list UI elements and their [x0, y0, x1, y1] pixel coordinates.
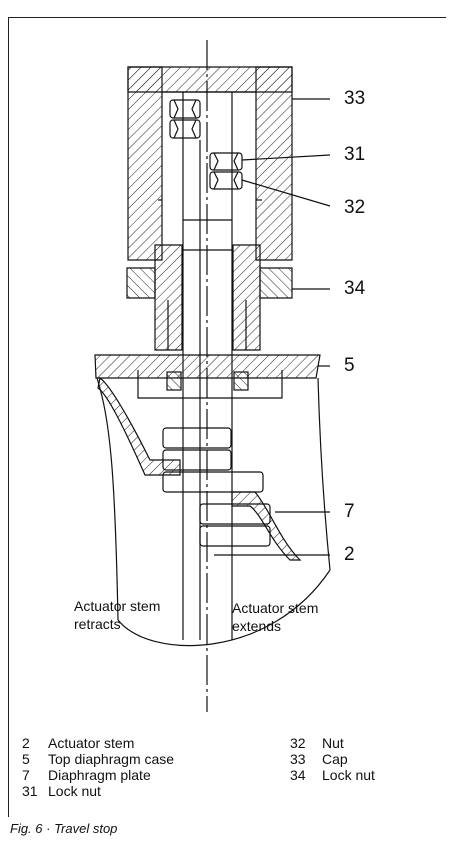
callout-32: 32: [344, 197, 366, 218]
callout-5: 5: [344, 355, 355, 376]
legend-label: Diaphragm plate: [48, 767, 151, 783]
cap-left-wall: [127, 66, 163, 261]
legend-num: 2: [22, 735, 30, 751]
lower-nut-1: [162, 427, 232, 449]
frame-top-border: [8, 17, 446, 18]
legend-num: 34: [290, 767, 306, 783]
callout-33: 33: [344, 88, 366, 109]
legend-item: 34 Lock nut: [290, 767, 375, 783]
stem-extends-line2: extends: [232, 618, 282, 634]
lock-nut-34-right: [259, 267, 293, 299]
legend-item: 32 Nut: [290, 735, 375, 751]
callout-31: 31: [344, 144, 366, 165]
legend-item: 31 Lock nut: [22, 783, 174, 799]
top-nut-b: [169, 119, 201, 139]
stem-extends-label: Actuator stem extends: [232, 599, 318, 635]
legend-item: 2 Actuator stem: [22, 735, 174, 751]
lower-nut-2: [162, 449, 232, 471]
legend-label: Lock nut: [322, 767, 375, 783]
legend-item: 5 Top diaphragm case: [22, 751, 174, 767]
legend-item: 7 Diaphragm plate: [22, 767, 174, 783]
lower-nut-5: [199, 525, 271, 547]
lock-nut-34-left: [126, 267, 156, 299]
legend-num: 7: [22, 767, 30, 783]
stem-retracts-line2: retracts: [74, 616, 121, 632]
travel-stop-drawing: [94, 40, 331, 712]
legend-label: Cap: [322, 751, 348, 767]
frame-left-border: [8, 17, 9, 817]
legend-right: 32 Nut 33 Cap 34 Lock nut: [290, 735, 375, 783]
top-diaphragm-case: [94, 354, 321, 379]
legend-label: Actuator stem: [48, 735, 135, 751]
stem-retracts-line1: Actuator stem: [74, 598, 161, 614]
legend-num: 5: [22, 751, 30, 767]
cap-top: [127, 66, 293, 93]
legend-num: 33: [290, 751, 306, 767]
stem-extends-line1: Actuator stem: [232, 600, 319, 616]
legend-label: Nut: [322, 735, 344, 751]
stem-retracts-label: Actuator stem retracts: [74, 597, 160, 633]
legend-item: 33 Cap: [290, 751, 375, 767]
lower-nut-3: [162, 471, 264, 493]
callout-7: 7: [344, 501, 355, 522]
legend-label: Top diaphragm case: [48, 751, 175, 767]
figure-caption: Fig. 6 · Travel stop: [10, 821, 118, 836]
callout-34: 34: [344, 278, 366, 299]
legend-label: Lock nut: [48, 783, 101, 799]
lock-nut-31: [209, 152, 243, 171]
top-nut-a: [169, 99, 201, 119]
legend-left: 2 Actuator stem 5 Top diaphragm case 7 Diap…: [22, 735, 174, 799]
diaphragm-plate-left: [97, 376, 181, 476]
legend-num: 32: [290, 735, 306, 751]
callout-2: 2: [344, 544, 355, 565]
lower-nut-4: [199, 503, 271, 525]
cap-right-wall: [255, 66, 293, 261]
legend-num: 31: [22, 783, 38, 799]
